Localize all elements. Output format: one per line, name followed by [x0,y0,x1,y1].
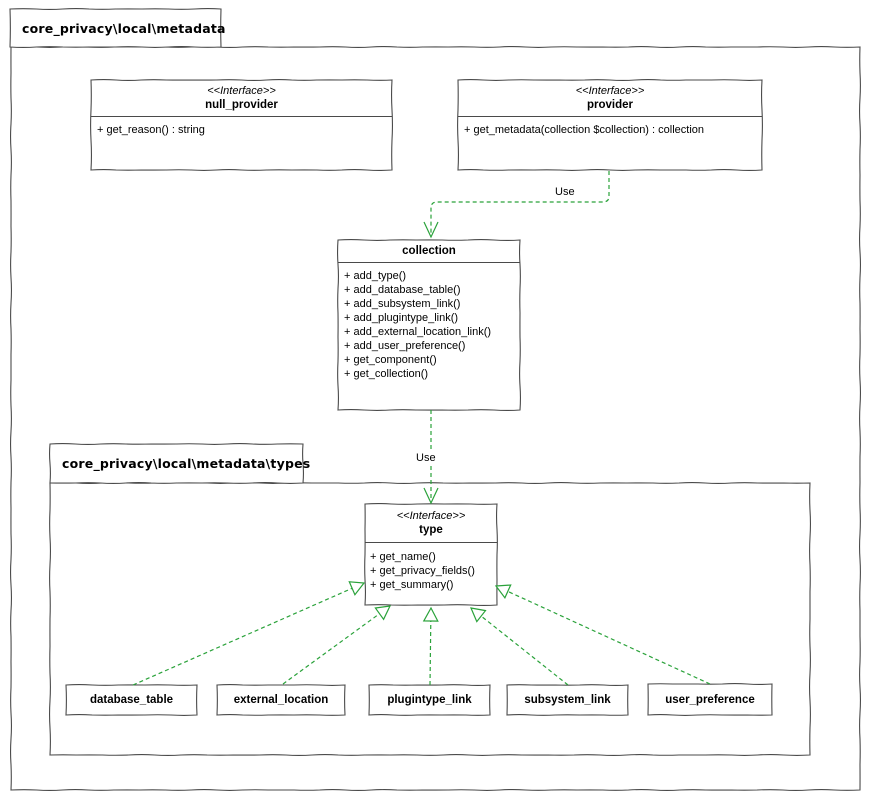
class-collection: collection + add_type() + add_database_t… [338,240,520,410]
realization-arrow-subsystem-link-to-type [480,615,569,686]
method-entry: + get_name() [370,551,436,563]
provider-methods: + get_metadata(collection $collection) :… [458,117,762,137]
null-provider-name: null_provider [205,98,278,111]
collection-header: collection [338,240,520,263]
database-table-box-border [65,684,198,716]
realization-arrow-external-location-to-type [282,613,380,685]
method-entry: + add_subsystem_link() [344,298,461,310]
realization-arrow-plugintype-link-to-type [429,620,432,686]
method-entry: + add_database_table() [344,284,461,296]
subsystem-link-box-border [506,684,629,716]
method-entry: + add_plugintype_link() [344,312,459,324]
edge-label-use-provider-collection: Use [551,186,579,199]
method-entry: + get_privacy_fields() [370,565,475,577]
method-entry: + get_reason() : string [97,124,205,136]
realization-arrowhead-user-preference-to-type [494,584,512,599]
package-tab-outer: core_privacy\local\metadata [22,20,226,36]
external-location-box-border [216,684,346,716]
method-entry: + get_metadata(collection $collection) :… [464,124,704,136]
class-null-provider: <<Interface>> null_provider + get_reason… [91,80,392,170]
type-methods: + get_name() + get_privacy_fields() + ge… [365,543,497,592]
edge-label-use-collection-type: Use [412,452,440,465]
class-database-table: database_table [89,694,174,706]
class-external-location: external_location [233,694,329,706]
realization-arrow-user-preference-to-type [507,590,711,685]
collection-box-border [337,239,521,411]
method-entry: + add_type() [344,270,407,282]
realization-arrowhead-external-location-to-type [374,605,392,621]
class-provider: <<Interface>> provider + get_metadata(co… [458,80,762,170]
null-provider-methods: + get_reason() : string [91,117,392,137]
plugintype-link-box-border [368,684,491,716]
provider-header: <<Interface>> provider [458,80,762,117]
realization-arrowhead-plugintype-link-to-type [422,606,439,622]
user-preference-box-border [647,683,773,716]
inner-package-tab-border [49,443,304,484]
type-name: type [419,523,443,536]
method-entry: + get_summary() [370,579,454,591]
dependency-arrowhead-collection-to-type [423,487,439,505]
provider-stereotype: <<Interface>> [575,84,645,97]
class-subsystem-link: subsystem_link [524,694,611,706]
dependency-arrowhead-provider-to-collection [423,221,439,239]
outer-package-tab-border [9,8,222,48]
method-entry: + add_user_preference() [344,340,466,352]
type-header: <<Interface>> type [365,504,497,543]
package-tab-inner: core_privacy\local\metadata\types [62,456,311,471]
null-provider-header: <<Interface>> null_provider [91,80,392,117]
type-stereotype: <<Interface>> [396,509,466,522]
null-provider-stereotype: <<Interface>> [207,84,276,97]
class-user-preference: user_preference [665,693,755,706]
method-entry: + get_collection() [344,368,429,380]
null-provider-box-border [90,79,393,171]
realization-arrow-database-table-to-type [132,587,353,686]
provider-name: provider [586,98,633,111]
class-type: <<Interface>> type + get_name() + get_pr… [365,504,497,605]
method-entry: + get_component() [344,354,437,366]
realization-arrowhead-database-table-to-type [348,581,366,596]
collection-name: collection [402,245,456,257]
method-entry: + add_external_location_link() [344,326,492,338]
collection-methods: + add_type() + add_database_table() + ad… [338,263,520,381]
provider-box-border [457,79,763,171]
realization-arrowhead-subsystem-link-to-type [470,607,487,623]
type-box-border [364,503,498,606]
class-plugintype-link: plugintype_link [387,694,472,706]
